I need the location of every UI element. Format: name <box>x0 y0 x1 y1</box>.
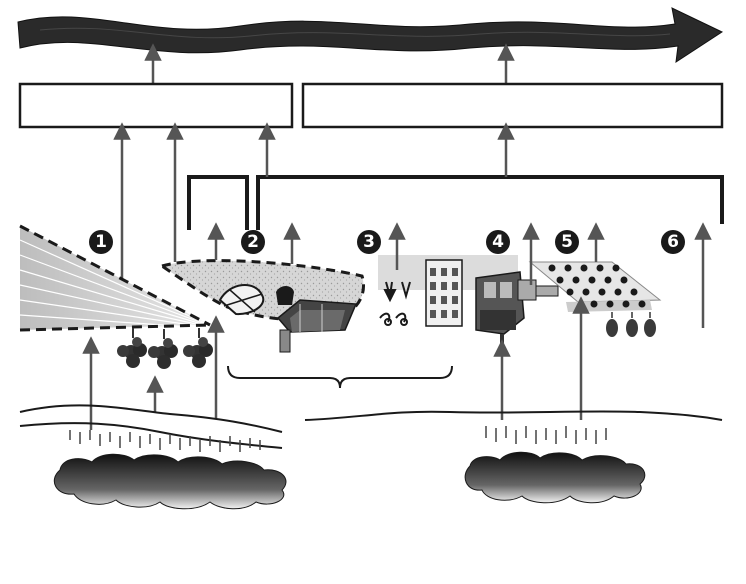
factory-building-icon <box>378 255 559 344</box>
ground-layer-left <box>19 404 283 449</box>
left-box <box>18 82 294 129</box>
farm-shed-icon <box>218 284 358 353</box>
marker-5: 5 <box>555 230 579 254</box>
marker-4-label: 4 <box>492 232 504 252</box>
marker-5-label: 5 <box>561 232 573 252</box>
field-wedge-1 <box>19 224 211 332</box>
emission-arrows <box>82 222 712 430</box>
seepage-ticks-right <box>485 426 607 444</box>
ground-layer-right <box>304 410 723 421</box>
marker-1: 1 <box>89 230 113 254</box>
marker-1-label: 1 <box>95 232 107 252</box>
bracket-connector-right <box>256 175 724 230</box>
wide-arrow-band-icon <box>17 7 724 64</box>
right-box <box>301 82 724 129</box>
marker-6: 6 <box>661 230 685 254</box>
marker-2: 2 <box>241 230 265 254</box>
plant-sprout-icon <box>379 281 411 326</box>
marker-3: 3 <box>357 230 381 254</box>
seepage-ticks-left <box>69 430 261 452</box>
cloud-deposit-icon <box>53 451 646 510</box>
bracket-connector-left <box>187 175 249 230</box>
marker-4: 4 <box>486 230 510 254</box>
marker-6-label: 6 <box>667 232 679 252</box>
grouping-brace <box>227 365 453 389</box>
marker-3-label: 3 <box>363 232 375 252</box>
marker-2-label: 2 <box>247 232 259 252</box>
orchard-trees-icon <box>528 261 662 337</box>
grape-cluster-icon <box>117 328 213 369</box>
